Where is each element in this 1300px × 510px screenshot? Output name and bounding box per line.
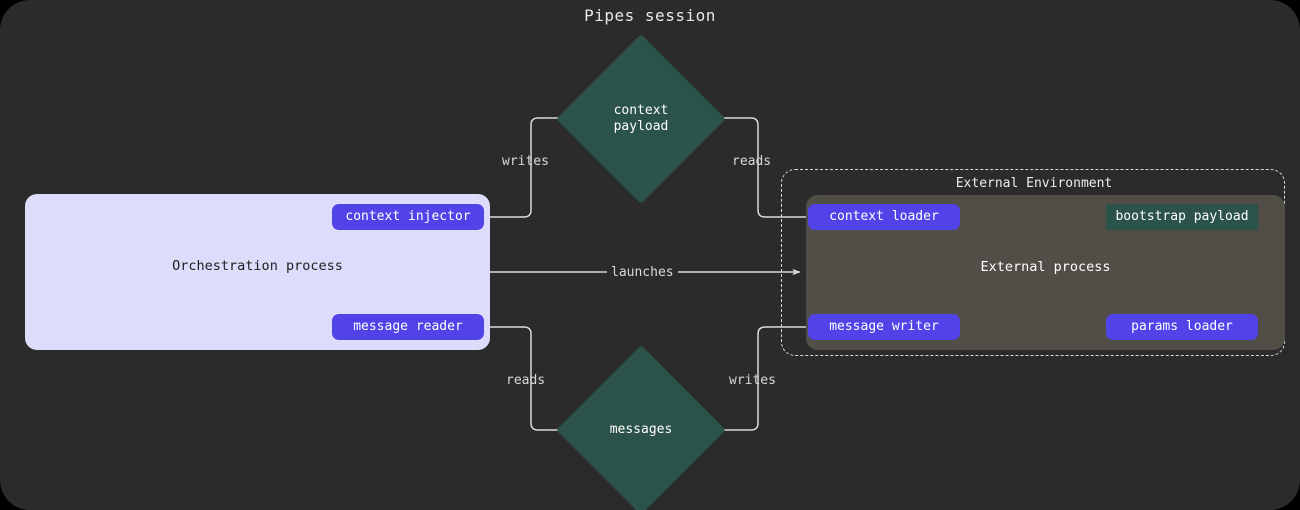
node-message-reader[interactable]: message reader	[332, 314, 484, 340]
external-environment-label: External Environment	[955, 176, 1113, 191]
diamond-line1-messages: messages	[609, 422, 673, 437]
page-title: Pipes session	[584, 6, 716, 25]
node-messages[interactable]: messages	[556, 345, 726, 510]
diamond-line2-context-payload: payload	[613, 119, 669, 134]
node-bootstrap-payload[interactable]: bootstrap payload	[1106, 204, 1258, 230]
edge-label-reads-context: reads	[732, 154, 772, 169]
node-context-payload[interactable]: context payload	[556, 34, 726, 204]
node-context-injector[interactable]: context injector	[332, 204, 484, 230]
node-context-loader[interactable]: context loader	[808, 204, 960, 230]
diamond-line1-context-payload: context	[613, 103, 669, 118]
edge-label-writes-messages: writes	[729, 373, 776, 388]
diamond-text-messages: messages	[561, 370, 721, 490]
node-params-loader[interactable]: params loader	[1106, 314, 1258, 340]
node-message-writer[interactable]: message writer	[808, 314, 960, 340]
diamond-text-context-payload: context payload	[561, 59, 721, 179]
orchestration-process-label: Orchestration process	[172, 258, 343, 274]
edge-label-writes-context: writes	[502, 154, 549, 169]
external-process-label: External process	[980, 259, 1111, 275]
edge-label-reads-messages: reads	[506, 373, 546, 388]
edge-label-launches: launches	[607, 265, 678, 280]
